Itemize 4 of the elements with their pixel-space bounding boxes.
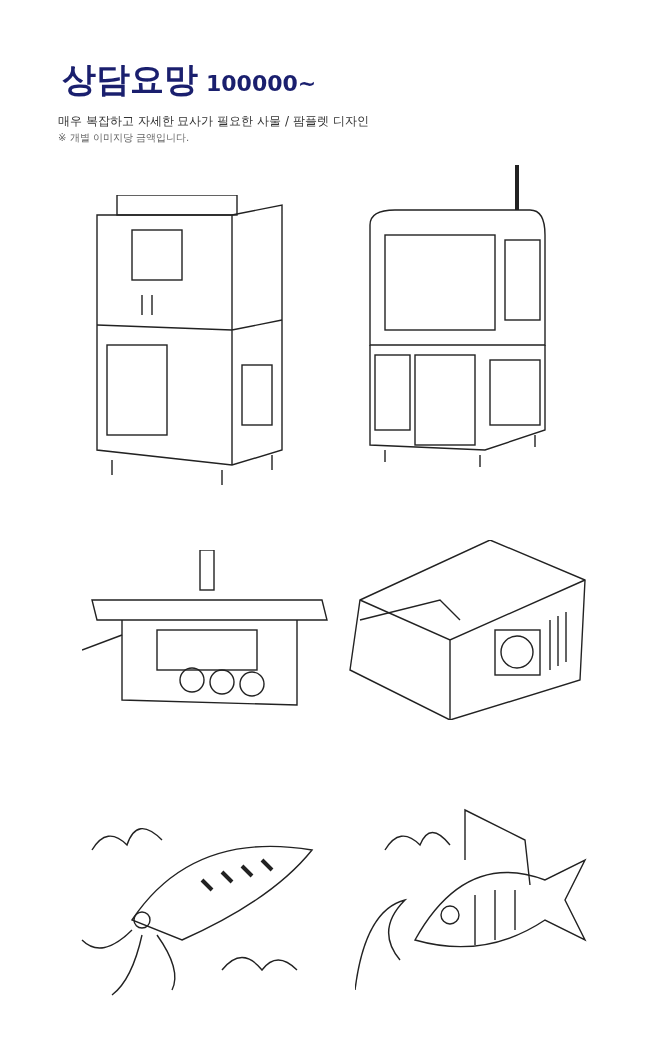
title: 상담요망 bbox=[62, 62, 198, 96]
price: 100000~ bbox=[206, 73, 317, 95]
note: ※ 개별 이미지당 금액입니다. bbox=[58, 131, 190, 145]
subtitle: 매우 복잡하고 자세한 묘사가 필요한 사물 / 팜플렛 디자인 bbox=[58, 113, 369, 130]
